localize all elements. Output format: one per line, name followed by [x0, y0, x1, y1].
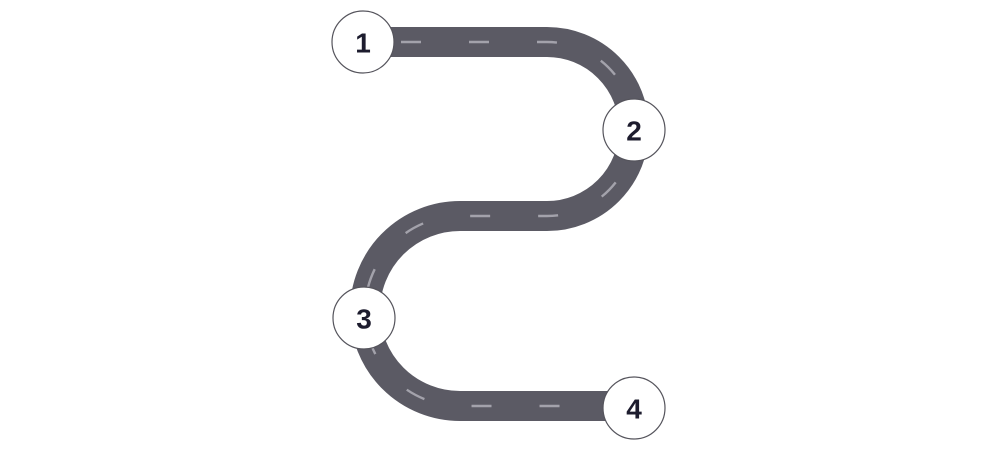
- winding-road: [350, 27, 649, 421]
- stop-number-label: 1: [355, 28, 371, 59]
- stop-circle: [332, 286, 396, 350]
- stop-marker-4: 4: [602, 376, 666, 440]
- stop-number-label: 3: [356, 304, 372, 335]
- road-stops: 1 2 3 4: [331, 10, 666, 440]
- stop-circle: [602, 98, 666, 162]
- stop-number-label: 2: [626, 116, 642, 147]
- road-surface: [350, 27, 649, 421]
- stop-circle: [602, 376, 666, 440]
- stop-circle: [331, 10, 395, 74]
- stop-marker-2: 2: [602, 98, 666, 162]
- stop-marker-1: 1: [331, 10, 395, 74]
- stop-number-label: 4: [626, 394, 642, 425]
- stop-marker-3: 3: [332, 286, 396, 350]
